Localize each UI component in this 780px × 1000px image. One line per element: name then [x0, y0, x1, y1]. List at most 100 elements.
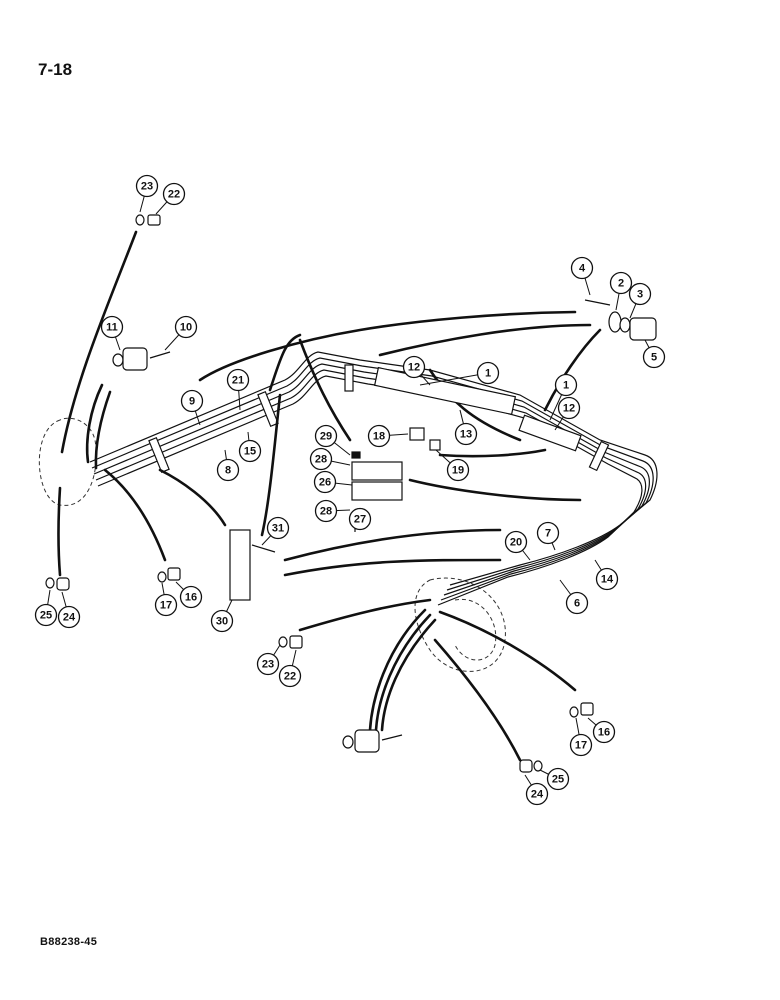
callout-number: 1 [563, 380, 569, 392]
callout-1: 1 [476, 361, 500, 385]
callout-number: 17 [575, 740, 587, 752]
callout-circle [595, 567, 619, 591]
tube-clamp-2 [257, 390, 279, 428]
tube-bundle [89, 351, 658, 606]
o-ring-17-right [569, 706, 579, 718]
callout-circle [557, 396, 581, 420]
callout-number: 14 [601, 574, 614, 586]
callout-number: 12 [563, 403, 575, 415]
callout-number: 2 [618, 278, 624, 290]
callout-3: 3 [628, 282, 652, 306]
callout-circle [609, 271, 633, 295]
callout-20: 20 [504, 530, 528, 554]
callout-circle [570, 256, 594, 280]
callout-7: 7 [536, 521, 560, 545]
callout-circle [628, 282, 652, 306]
flange-block-5 [629, 317, 657, 341]
callout-circle [179, 585, 203, 609]
callout-circle [135, 174, 159, 198]
callout-circle [569, 733, 593, 757]
callout-number: 19 [452, 465, 464, 477]
tube-clamp-3 [344, 364, 354, 392]
callout-number: 17 [160, 600, 172, 612]
callout-number: 31 [272, 523, 284, 535]
callout-18: 18 [367, 424, 391, 448]
callout-number: 29 [320, 431, 332, 443]
callout-leader [419, 372, 489, 386]
callout-circle [348, 507, 372, 531]
callout-number: 25 [552, 774, 564, 786]
callout-number: 26 [319, 477, 331, 489]
callout-number: 30 [216, 616, 228, 628]
callout-number: 7 [545, 528, 551, 540]
callout-17: 17 [154, 593, 178, 617]
callout-17: 17 [569, 733, 593, 757]
bolt-4 [584, 299, 611, 306]
fitting-19 [429, 439, 441, 451]
o-ring-11 [112, 353, 124, 367]
flange-fitting-left [122, 347, 148, 371]
cap-24-right [519, 759, 533, 773]
callout-22: 22 [278, 664, 302, 688]
callout-24: 24 [525, 782, 549, 806]
fitting-22-top [147, 214, 161, 226]
callout-29: 29 [314, 424, 338, 448]
callout-circle [278, 664, 302, 688]
clamp-half-upper [351, 461, 403, 481]
callout-30: 30 [210, 609, 234, 633]
o-ring-bottom [342, 735, 354, 749]
callout-circle [546, 767, 570, 791]
o-ring-25-right [533, 760, 543, 772]
callout-6: 6 [565, 591, 589, 615]
callout-number: 4 [579, 263, 586, 275]
callout-circle [100, 315, 124, 339]
callout-circle [309, 447, 333, 471]
callout-24: 24 [57, 605, 81, 629]
callout-11: 11 [100, 315, 124, 339]
callout-circle [454, 422, 478, 446]
callout-16: 16 [179, 585, 203, 609]
bracket-30 [229, 529, 251, 601]
callout-circle [402, 355, 426, 379]
callout-16: 16 [592, 720, 616, 744]
fitting-22-bottom [289, 635, 303, 649]
callout-number: 16 [185, 592, 197, 604]
callout-number: 5 [651, 352, 657, 364]
nut-29 [351, 451, 361, 459]
o-ring-3 [619, 317, 631, 333]
callout-23: 23 [135, 174, 159, 198]
callout-9: 9 [180, 389, 204, 413]
tube-clamp-4 [588, 440, 610, 472]
callout-circle [34, 603, 58, 627]
callout-number: 16 [598, 727, 610, 739]
callout-1: 1 [554, 373, 578, 397]
callout-21: 21 [226, 368, 250, 392]
callout-15: 15 [238, 439, 262, 463]
callout-circle [216, 458, 240, 482]
fitting-16-left [167, 567, 181, 581]
callout-circle [238, 439, 262, 463]
callout-number: 10 [180, 322, 192, 334]
callout-circle [210, 609, 234, 633]
callout-circle [314, 499, 338, 523]
callout-number: 3 [637, 289, 643, 301]
callout-number: 28 [320, 506, 332, 518]
callout-25: 25 [34, 603, 58, 627]
callout-number: 24 [63, 612, 76, 624]
callout-number: 15 [244, 446, 256, 458]
callout-circle [554, 373, 578, 397]
valve-bank [373, 366, 517, 416]
callout-19: 19 [446, 458, 470, 482]
o-ring-23-top [135, 214, 145, 226]
o-ring-23-bottom [278, 636, 288, 648]
callout-number: 25 [40, 610, 52, 622]
callout-number: 22 [284, 671, 296, 683]
o-ring-25-left [45, 577, 55, 589]
callout-circle [266, 516, 290, 540]
callout-22: 22 [162, 182, 186, 206]
callout-number: 21 [232, 375, 244, 387]
callout-circle [446, 458, 470, 482]
hoses [57, 230, 602, 762]
